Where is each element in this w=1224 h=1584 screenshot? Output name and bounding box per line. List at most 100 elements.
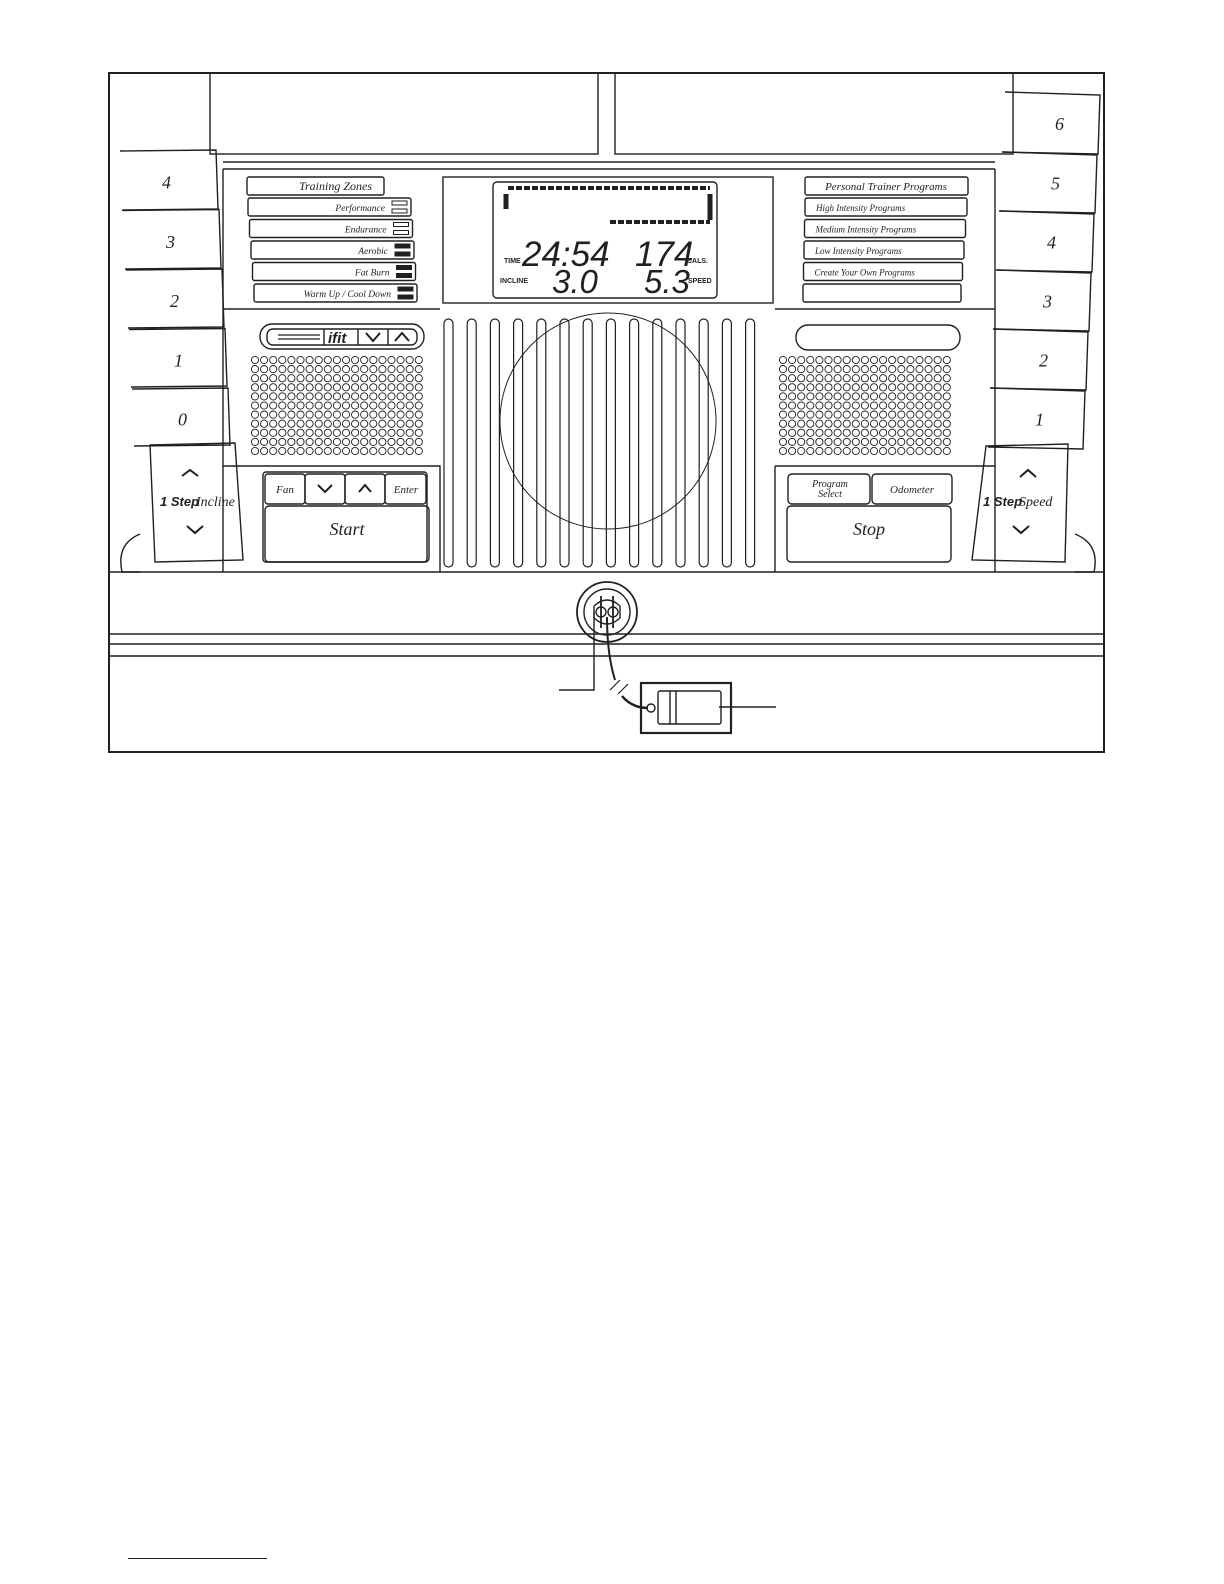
- time-value: 24:54: [521, 235, 610, 274]
- program-label-line2: Select: [818, 489, 842, 500]
- training-zone-label: Performance: [334, 203, 385, 214]
- program-row[interactable]: Low Intensity Programs: [803, 240, 965, 260]
- callout-lines: [559, 612, 776, 708]
- stop-button[interactable]: Stop: [786, 505, 952, 563]
- chevron-up-icon: [358, 483, 372, 493]
- ifit-button[interactable]: ifit: [328, 330, 347, 347]
- program-label-line1: Program: [811, 479, 848, 490]
- speed-key-label: 1: [1035, 410, 1044, 430]
- fan-vents: [443, 318, 756, 568]
- zone-indicator-light: [394, 243, 411, 249]
- zone-indicator-light: [397, 294, 414, 300]
- programs-header: Personal Trainer Programs: [824, 181, 947, 193]
- start-button[interactable]: Start: [264, 505, 430, 563]
- odometer-button[interactable]: Odometer: [871, 473, 953, 505]
- training-zone-row[interactable]: Performance: [247, 197, 412, 217]
- training-zones-header: Training Zones: [299, 179, 372, 193]
- incline-label: INCLINE: [500, 278, 528, 285]
- footer-rule: [128, 1558, 267, 1559]
- speed-step-label: Speed: [1019, 495, 1053, 510]
- console-diagram-frame: 4 3 2 1 0 1 Step Incline 6 5 4 3 2 1 1 Step Speed…: [108, 72, 1105, 753]
- speed-key-2[interactable]: 2: [990, 328, 1089, 391]
- speed-step-button[interactable]: 1 Step Speed: [971, 443, 1069, 563]
- incline-up-button[interactable]: [344, 473, 386, 505]
- zone-indicator-light: [393, 222, 409, 227]
- left-speaker-grille: [250, 355, 423, 456]
- zone-indicator-light: [391, 200, 408, 206]
- training-zone-row[interactable]: Endurance: [248, 218, 414, 239]
- chevron-down-icon: [317, 484, 333, 494]
- right-speaker-grille: [778, 355, 951, 456]
- speed-step-bold: 1 Step: [983, 494, 1022, 509]
- enter-label: Enter: [393, 484, 419, 496]
- incline-step-button[interactable]: 1 Step Incline: [149, 442, 244, 563]
- incline-key-3[interactable]: 3: [122, 208, 222, 270]
- speed-key-6[interactable]: 6: [1002, 91, 1101, 155]
- program-row[interactable]: Create Your Own Programs: [802, 261, 964, 282]
- right-control-buttons: Program Select Odometer Stop: [786, 473, 953, 563]
- zone-indicator-light: [397, 286, 414, 292]
- training-zone-label: Fat Burn: [354, 269, 390, 279]
- speed-key-4[interactable]: 4: [996, 210, 1095, 273]
- incline-key-4[interactable]: 4: [119, 149, 219, 211]
- incline-key-1[interactable]: 1: [128, 327, 228, 388]
- speed-keypad: 6 5 4 3 2 1: [987, 91, 1101, 450]
- training-zones-panel: Training Zones PerformanceEnduranceAerob…: [246, 176, 418, 303]
- top-panels: [209, 74, 1014, 170]
- incline-key-2[interactable]: 2: [125, 268, 225, 329]
- incline-key-label: 0: [178, 410, 187, 430]
- speed-key-label: 5: [1051, 174, 1060, 194]
- stop-label: Stop: [853, 519, 885, 539]
- incline-value: 3.0: [552, 263, 599, 300]
- program-row[interactable]: High Intensity Programs: [804, 197, 968, 217]
- speed-key-label: 6: [1055, 114, 1064, 134]
- start-label: Start: [329, 519, 365, 539]
- incline-key-label: 1: [174, 350, 183, 370]
- training-zone-row[interactable]: Warm Up / Cool Down: [253, 283, 418, 303]
- incline-key-label: 3: [165, 232, 175, 252]
- speed-key-5[interactable]: 5: [999, 151, 1098, 214]
- ifit-up-icon[interactable]: [394, 331, 410, 342]
- incline-key-label: 4: [162, 173, 171, 193]
- lcd-display: TIME 24:54 174 CALS. INCLINE 3.0 5.3 SPE…: [442, 176, 774, 304]
- speed-value: 5.3: [644, 263, 691, 300]
- console-diagram: 4 3 2 1 0 1 Step Incline 6 5 4 3 2 1 1 Step Speed…: [110, 74, 1103, 735]
- fan-button[interactable]: Fan: [264, 473, 306, 505]
- program-row[interactable]: Medium Intensity Programs: [803, 218, 967, 239]
- program-row[interactable]: [802, 283, 962, 303]
- incline-key-0[interactable]: 0: [131, 387, 231, 447]
- speed-key-label: 4: [1047, 233, 1056, 253]
- ifit-logo-label: ifit: [328, 330, 347, 347]
- zone-indicator-light: [394, 251, 411, 257]
- incline-key-label: 2: [170, 291, 179, 311]
- program-label: High Intensity Programs: [815, 203, 906, 213]
- speed-label: SPEED: [688, 278, 712, 285]
- speed-key-label: 2: [1039, 351, 1048, 371]
- key-receptacle: [576, 581, 638, 643]
- zone-indicator-light: [393, 230, 409, 235]
- program-label: Medium Intensity Programs: [815, 225, 917, 235]
- training-zone-label: Warm Up / Cool Down: [304, 290, 392, 300]
- incline-step-bold: 1 Step: [160, 494, 199, 509]
- training-zone-row[interactable]: Fat Burn: [251, 261, 417, 282]
- fan-circle: [499, 312, 717, 530]
- incline-step-label: Incline: [195, 495, 235, 510]
- program-label: Create Your Own Programs: [815, 268, 916, 278]
- enter-button[interactable]: Enter: [384, 473, 427, 505]
- speed-key-1[interactable]: 1: [987, 387, 1086, 450]
- calories-value: 174: [635, 235, 693, 274]
- training-zone-label: Aerobic: [357, 247, 389, 257]
- incline-down-button[interactable]: [304, 473, 346, 505]
- time-label: TIME: [504, 258, 521, 265]
- odometer-label: Odometer: [890, 484, 935, 496]
- ifit-down-icon[interactable]: [365, 332, 381, 343]
- training-zone-row[interactable]: Aerobic: [250, 240, 415, 260]
- ifit-control-bar: ifit: [259, 323, 425, 350]
- console-outline: [110, 169, 1103, 657]
- program-select-button[interactable]: Program Select: [787, 473, 871, 505]
- speed-key-label: 3: [1042, 292, 1052, 312]
- training-zone-label: Endurance: [344, 226, 387, 236]
- speed-key-3[interactable]: 3: [993, 269, 1092, 332]
- programs-panel: Personal Trainer Programs High Intensity…: [802, 176, 969, 303]
- left-control-buttons: Fan Enter Start: [262, 471, 430, 563]
